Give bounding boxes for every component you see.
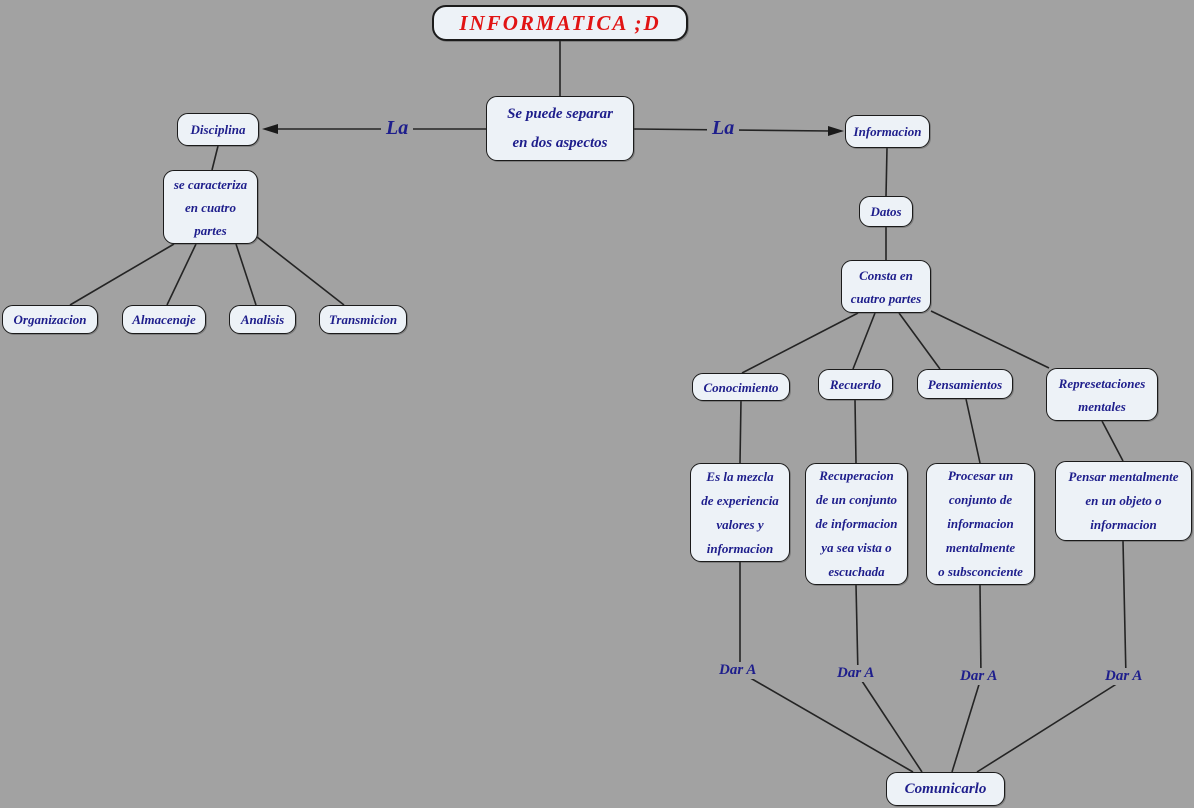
connector-line — [976, 677, 1127, 773]
node-analisis[interactable]: Analisis — [229, 305, 296, 334]
connector-line — [69, 243, 175, 306]
connector-line — [739, 399, 742, 464]
connector-line — [951, 677, 982, 773]
node-datos[interactable]: Datos — [859, 196, 913, 227]
connector-line — [741, 312, 859, 374]
node-desc-represetaciones[interactable]: Pensar mentalmente en un objeto o inform… — [1055, 461, 1192, 541]
node-desc-recuerdo[interactable]: Recuperacion de un conjunto de informaci… — [805, 463, 908, 585]
connector-line — [855, 584, 859, 676]
connector-line — [235, 243, 257, 306]
node-conocimiento[interactable]: Conocimiento — [692, 373, 790, 401]
connector-line — [979, 584, 982, 679]
connector-line — [256, 236, 345, 306]
node-caracteriza[interactable]: se caracteriza en cuatro partes — [163, 170, 258, 244]
connector-line — [166, 243, 197, 306]
link-label-dar-a-4[interactable]: Dar A — [1100, 668, 1148, 685]
connector-line — [739, 671, 914, 773]
node-almacenaje[interactable]: Almacenaje — [122, 305, 206, 334]
node-pensamientos[interactable]: Pensamientos — [917, 369, 1013, 399]
node-recuerdo[interactable]: Recuerdo — [818, 369, 893, 400]
node-transmicion[interactable]: Transmicion — [319, 305, 407, 334]
connector-line — [898, 312, 941, 370]
connector-line — [854, 399, 857, 464]
connector-line — [857, 674, 923, 773]
link-label-dar-a-1[interactable]: Dar A — [714, 662, 762, 679]
arrowhead-right — [828, 126, 844, 136]
node-root[interactable]: Se puede separar en dos aspectos — [486, 96, 634, 161]
node-comunicarlo[interactable]: Comunicarlo — [886, 772, 1005, 806]
connector-line — [1122, 540, 1127, 679]
node-desc-pensamientos[interactable]: Procesar un conjunto de informacion ment… — [926, 463, 1035, 585]
connector-line — [852, 312, 876, 370]
node-consta[interactable]: Consta en cuatro partes — [841, 260, 931, 313]
connector-line — [965, 398, 981, 464]
link-label-dar-a-3[interactable]: Dar A — [955, 668, 1003, 685]
connector-line — [1101, 420, 1124, 462]
link-label-dar-a-2[interactable]: Dar A — [832, 665, 880, 682]
node-informacion[interactable]: Informacion — [845, 115, 930, 148]
node-desc-conocimiento[interactable]: Es la mezcla de experiencia valores y in… — [690, 463, 790, 562]
link-label-la-right[interactable]: La — [707, 117, 740, 140]
connector-line — [930, 310, 1050, 369]
node-organizacion[interactable]: Organizacion — [2, 305, 98, 334]
node-represetaciones[interactable]: Represetaciones mentales — [1046, 368, 1158, 421]
node-title[interactable]: INFORMATICA ;D — [432, 5, 688, 41]
link-label-la-left[interactable]: La — [381, 117, 414, 140]
connector-line — [211, 145, 219, 171]
connector-line — [885, 147, 888, 197]
arrowhead-left — [262, 124, 278, 134]
node-disciplina[interactable]: Disciplina — [177, 113, 259, 146]
